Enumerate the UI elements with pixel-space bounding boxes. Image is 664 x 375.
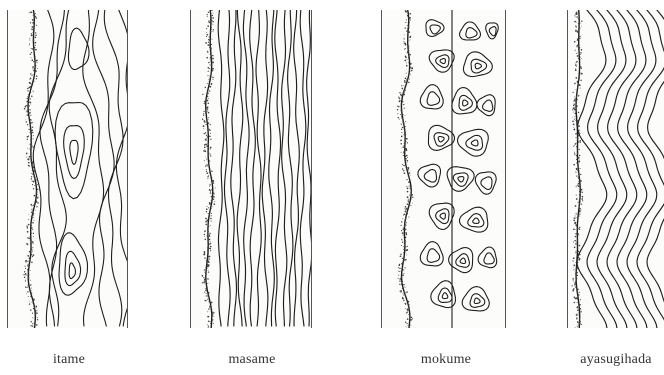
mokume-ring-core <box>474 298 480 303</box>
nie-speckles <box>397 10 414 328</box>
mokume-ring-core <box>440 59 445 64</box>
mokume-ring-inner <box>436 209 449 224</box>
mokume-ring-core <box>473 218 479 223</box>
masame-label: masame <box>182 352 322 368</box>
mokume-ring-core <box>440 213 445 219</box>
mokume-ring-inner <box>436 55 449 68</box>
ayasugihada-grain-line <box>577 10 607 328</box>
ayasugihada-grain-line <box>627 10 657 328</box>
mokume-label: mokume <box>376 352 516 368</box>
masame-grain-line <box>300 10 306 326</box>
itame-grain-line <box>116 10 128 326</box>
mokume-ring-outer <box>429 50 454 72</box>
itame-grain-icon <box>8 10 128 328</box>
itame-knot-middle <box>65 251 81 285</box>
ayasugihada-panel <box>567 10 664 328</box>
masame-grain-line <box>256 10 261 326</box>
itame-label: itame <box>0 352 139 368</box>
mokume-ring-inner <box>427 249 440 263</box>
mokume-ring-inner <box>430 25 440 34</box>
ayasugihada-grain-line <box>637 10 664 328</box>
mokume-ring-outer <box>428 125 454 150</box>
masame-grain-line <box>282 10 287 326</box>
itame-grain-line <box>93 10 114 326</box>
itame-knot-outer <box>55 103 93 199</box>
mokume-ring-inner <box>434 133 449 147</box>
masame-grain-line <box>275 10 281 326</box>
mokume-ring-core <box>471 140 478 146</box>
mokume-ring-outer <box>458 129 489 156</box>
masame-grain-line <box>231 10 237 326</box>
mokume-ring-inner <box>438 288 452 302</box>
ayasugihada-grain-line <box>597 10 627 328</box>
mokume-ring-core <box>460 258 466 263</box>
mokume-ring-inner <box>453 173 468 186</box>
mokume-ring-outer <box>475 172 496 194</box>
nie-speckles <box>23 12 39 328</box>
mokume-ring-inner <box>470 294 485 308</box>
ayasugihada-grain-icon <box>568 10 664 328</box>
mokume-grain-icon <box>382 10 506 328</box>
masame-grain-line <box>262 10 268 326</box>
mokume-ring-inner <box>483 100 493 111</box>
mokume-ring-inner <box>466 135 483 150</box>
mokume-ring-core <box>458 177 464 182</box>
masame-grain-line <box>294 10 300 326</box>
nie-speckles <box>202 10 216 328</box>
masame-grain-line <box>225 10 231 326</box>
mokume-ring-outer <box>418 164 441 187</box>
masame-grain-line <box>237 10 243 326</box>
mokume-panel <box>381 10 506 328</box>
mokume-ring-inner <box>466 28 477 38</box>
mokume-ring-outer <box>447 167 474 192</box>
mokume-ring-inner <box>456 254 470 268</box>
mokume-ring-inner <box>427 92 440 106</box>
mokume-ring-inner <box>471 59 487 73</box>
itame-knot-inner <box>69 263 75 279</box>
masame-grain-line <box>250 10 256 326</box>
mokume-ring-inner <box>489 27 496 36</box>
masame-grain-line <box>269 10 275 326</box>
ayasugihada-label: ayasugihada <box>546 352 664 368</box>
mokume-ring-inner <box>484 253 494 264</box>
masame-grain-line <box>288 10 293 326</box>
mokume-ring-inner <box>468 214 484 227</box>
masame-panel <box>190 10 312 328</box>
mokume-ring-inner <box>481 177 492 190</box>
mokume-ring-inner <box>459 95 472 110</box>
mokume-ring-outer <box>429 203 454 229</box>
mokume-ring-core <box>475 63 481 69</box>
ayasugihada-grain-line <box>607 10 637 328</box>
mokume-ring-core <box>442 293 448 299</box>
itame-panel <box>7 10 128 328</box>
ayasugihada-grain-line <box>617 10 647 328</box>
itame-knot-middle <box>64 126 85 179</box>
itame-knot-inner <box>70 140 78 164</box>
ayasugihada-grain-line <box>587 10 617 328</box>
mokume-ring-core <box>463 100 468 106</box>
mokume-ring-inner <box>424 170 436 183</box>
mokume-ring-core <box>438 137 444 142</box>
mokume-ring-outer <box>478 247 497 268</box>
masame-grain-icon <box>191 10 312 328</box>
masame-grain-line <box>307 10 312 326</box>
nie-speckles <box>572 12 584 328</box>
masame-grain-line <box>243 10 249 326</box>
masame-grain-line <box>218 10 224 326</box>
